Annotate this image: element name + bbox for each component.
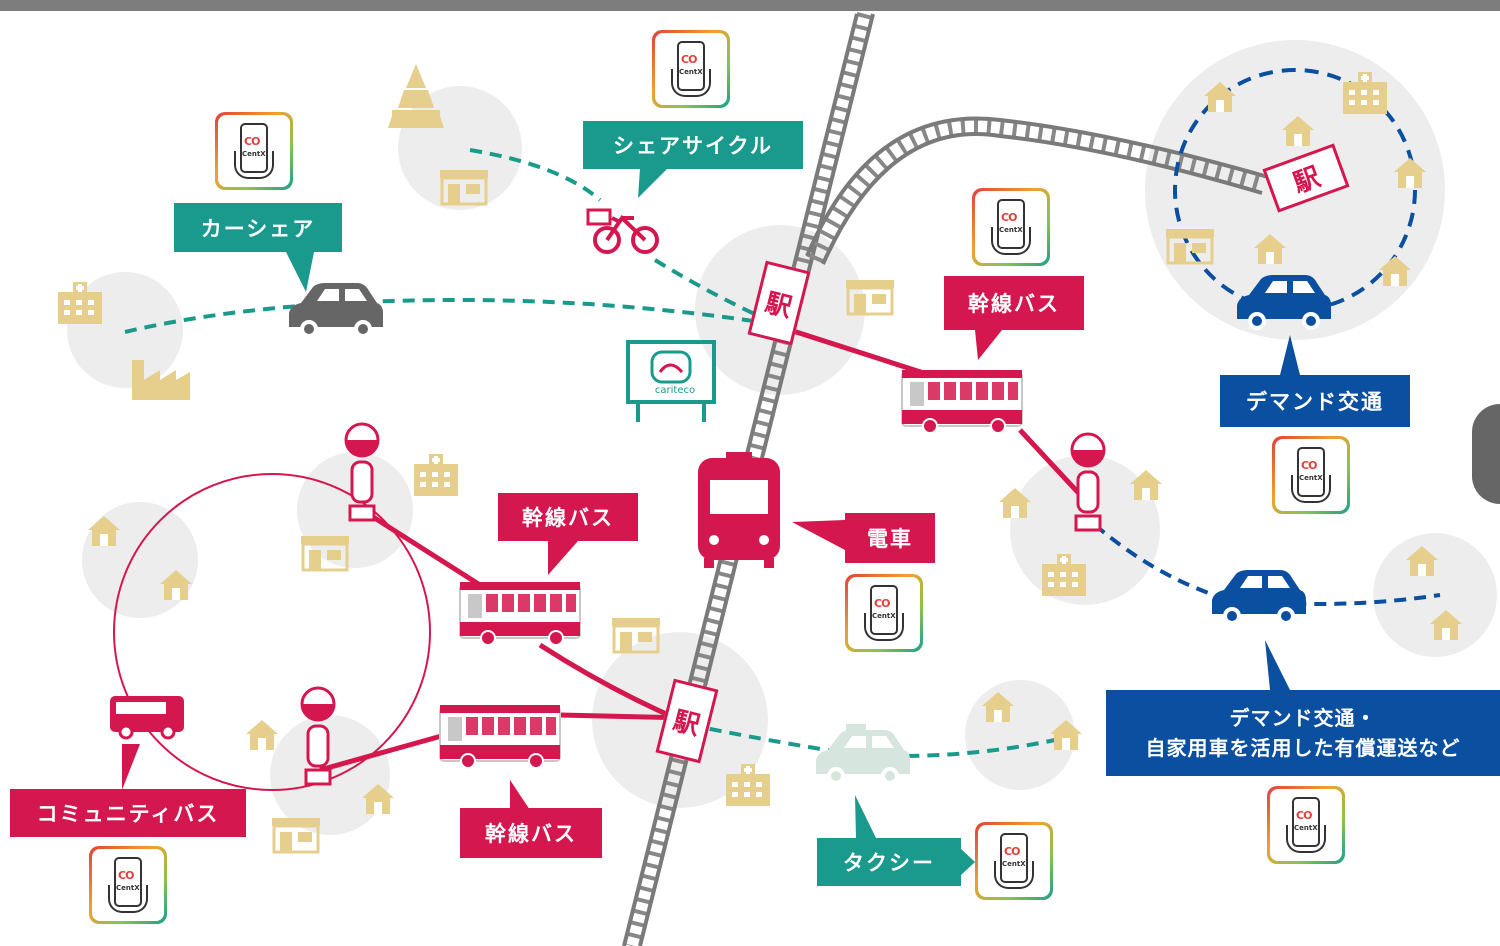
app-logo: CO <box>118 869 134 882</box>
label-demand-private: デマンド交通・ 自家用車を活用した有償運送など <box>1106 690 1500 776</box>
label-trunk-bus-center: 幹線バス <box>498 493 638 541</box>
app-icon: CO CentX <box>1272 436 1350 514</box>
label-share-cycle: シェアサイクル <box>583 121 803 169</box>
app-logo: CO <box>1001 211 1017 224</box>
app-brand: CentX <box>872 612 896 620</box>
label-car-share: カーシェア <box>174 203 342 252</box>
app-logo: CO <box>1004 845 1020 858</box>
castle-icon <box>388 64 444 128</box>
app-icon: CO CentX <box>975 822 1053 900</box>
app-brand: CentX <box>999 226 1023 234</box>
app-brand: CentX <box>1299 474 1323 482</box>
label-train: 電車 <box>845 513 935 563</box>
app-icon: CO CentX <box>1267 786 1345 864</box>
app-logo: CO <box>244 135 260 148</box>
app-icon: CO CentX <box>89 846 167 924</box>
label-trunk-bus-south: 幹線バス <box>460 808 602 858</box>
app-brand: CentX <box>1002 860 1026 868</box>
app-logo: CO <box>681 53 697 66</box>
cariteco-brand: cariteco <box>654 385 696 396</box>
label-demand: デマンド交通 <box>1220 375 1410 427</box>
buildings <box>58 64 1462 854</box>
label-community-bus: コミュニティバス <box>10 789 246 837</box>
taxi-icon <box>816 724 910 785</box>
label-pointers <box>122 168 1300 876</box>
label-taxi: タクシー <box>817 838 961 886</box>
app-brand: CentX <box>679 68 703 76</box>
app-icon: CO CentX <box>972 188 1050 266</box>
routes <box>113 68 1441 791</box>
carousel-next-button[interactable] <box>1472 404 1500 504</box>
app-icon: CO CentX <box>845 574 923 652</box>
app-brand: CentX <box>116 884 140 892</box>
cariteco-sign <box>626 340 716 422</box>
top-bar <box>0 0 1500 11</box>
app-brand: CentX <box>1294 824 1318 832</box>
bicycle-icon <box>586 208 659 254</box>
community-bus-icon <box>110 696 184 740</box>
app-logo: CO <box>874 597 890 610</box>
app-icon: CO CentX <box>215 112 293 190</box>
label-trunk-bus-east: 幹線バス <box>944 276 1084 330</box>
train-icon <box>698 452 780 568</box>
app-logo: CO <box>1296 809 1312 822</box>
app-logo: CO <box>1301 459 1317 472</box>
app-brand: CentX <box>242 150 266 158</box>
label-demand-private-line1: デマンド交通・ <box>1229 706 1377 730</box>
app-icon: CO CentX <box>652 30 730 108</box>
label-demand-private-line2: 自家用車を活用した有償運送など <box>1145 736 1461 760</box>
factory-icon <box>132 360 190 400</box>
